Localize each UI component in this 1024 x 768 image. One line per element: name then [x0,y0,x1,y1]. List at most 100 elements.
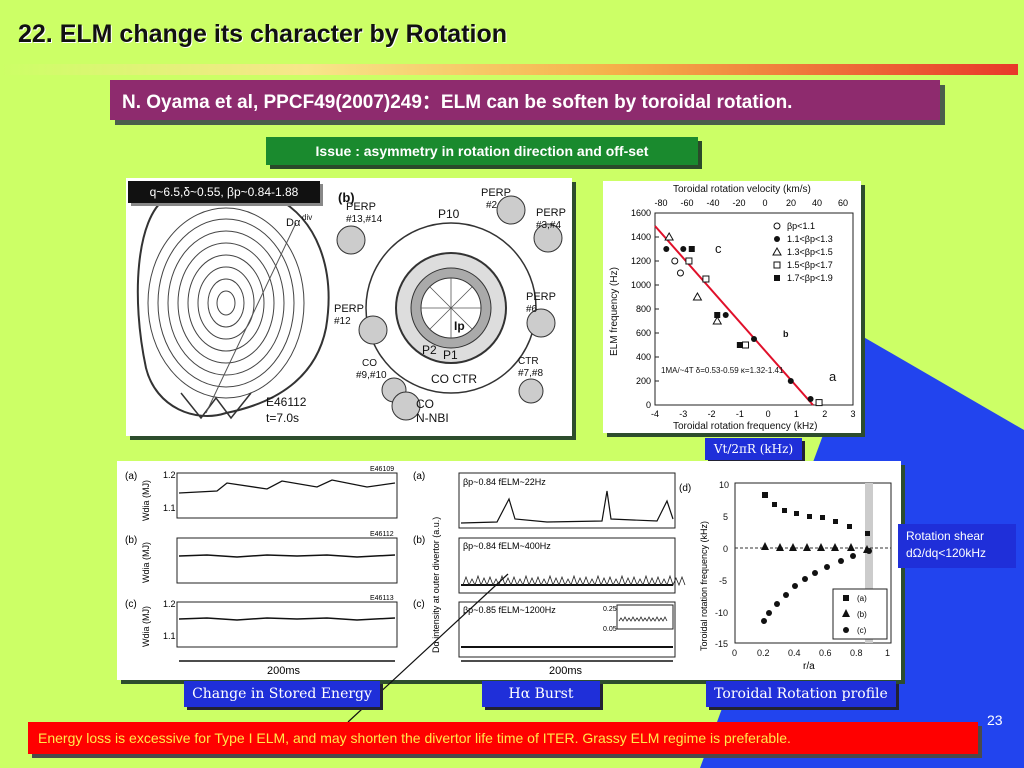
svg-text:Ip: Ip [454,319,465,333]
dalpha-annotation-c: βp~0.85 fELM~1200Hz [463,605,556,615]
issue-box: Issue : asymmetry in rotation direction … [266,137,698,165]
profile-ytick-m10: -10 [715,608,728,618]
y-tick-label: 1600 [631,208,651,218]
legend-entry: βp<1.1 [787,221,815,231]
svg-text:#7,#8: #7,#8 [518,368,543,379]
profile-legend-c: (c) [857,626,867,635]
data-point [751,336,757,342]
data-point [714,312,721,318]
svg-text:PERP: PERP [536,207,566,219]
data-point [688,246,695,252]
wdia-column: (a) (b) (c) E46109 E46112 E46113 Wdia (M… [125,466,398,677]
nbi-panel-label: (b) [338,190,355,205]
legend-entry: 1.1<βp<1.3 [787,234,833,244]
profile-legend-a: (a) [857,594,867,603]
marker-b: b [783,329,789,339]
time-trace-panel: (a) (b) (c) E46109 E46112 E46113 Wdia (M… [117,461,901,680]
time-trace-figure: (a) (b) (c) E46109 E46112 E46113 Wdia (M… [125,466,892,677]
profile-xtick-0: 0 [732,648,737,658]
svg-text:#6: #6 [526,304,538,315]
svg-text:PERP: PERP [481,187,511,199]
svg-text:P10: P10 [438,207,460,221]
marker-a: a [829,369,837,384]
inset-tick-bottom: 0.05 [603,626,617,633]
rotation-shear-box: Rotation shear dΩ/dq<120kHz [898,524,1016,568]
profile-ytick-m5: -5 [719,576,727,586]
svg-text:PERP: PERP [334,303,364,315]
time-scale-left: 200ms [267,665,301,677]
top-tick-label: -60 [680,198,693,208]
top-tick-label: 40 [812,198,822,208]
wdia-tick-c-bottom: 1.1 [163,631,176,641]
data-point [702,275,710,283]
profile-xtick-04: 0.4 [788,648,801,658]
fit-line [654,225,814,406]
svg-text:CO: CO [362,358,377,369]
legend-marker [772,246,782,256]
svg-text:CO CTR: CO CTR [431,372,477,386]
y-tick-label: 1000 [631,280,651,290]
dalpha-label-a: (a) [413,471,425,482]
wdia-ylabel-b: Wdia (MJ) [141,542,151,583]
wdia-label-b: (b) [125,535,137,546]
top-tick-label: -80 [654,198,667,208]
wdia-ylabel-c: Wdia (MJ) [141,606,151,647]
svg-text:N-NBI: N-NBI [416,411,449,425]
svg-text:P2: P2 [422,343,437,357]
profile-ytick-0: 0 [723,544,728,554]
y-axis-label: ELM frequency (Hz) [609,267,620,356]
data-point [671,257,679,265]
data-point [664,231,675,241]
profile-ylabel: Toroidal rotation frequency (kHz) [699,521,709,651]
x-tick-label: -2 [708,409,716,419]
y-tick-label: 1200 [631,256,651,266]
dalpha-column: (a) (b) (c) 0.25 0.05 βp~0.84 fELM~22Hz … [413,471,686,677]
profile-xtick-02: 0.2 [757,648,770,658]
equilibrium-figure: Dα div E46112 t=7.0s (b) [136,186,566,425]
inset-tick-top: 0.25 [603,606,617,613]
svg-text:#9,#10: #9,#10 [356,370,387,381]
top-tick-label: -20 [732,198,745,208]
wdia-ylabel-a: Wdia (MJ) [141,480,151,521]
d-alpha-label: Dα [286,217,301,229]
data-point [787,378,794,384]
svg-text:PERP: PERP [526,291,556,303]
data-point [742,341,750,349]
data-point [685,257,693,265]
y-tick-label: 600 [636,328,651,338]
wdia-shot-c: E46113 [370,595,394,602]
wdia-shot-a: E46109 [370,466,394,473]
data-point [680,246,687,252]
rotation-shear-line1: Rotation shear [906,529,985,543]
top-tick-label: -40 [706,198,719,208]
legend-entry: 1.7<βp<1.9 [787,273,833,283]
slide-title: 22. ELM change its character by Rotation [18,20,508,48]
wdia-label-a: (a) [125,471,137,482]
profile-xtick-08: 0.8 [850,648,863,658]
data-point [692,291,703,301]
div-label: div [302,213,312,222]
wdia-tick-a-bottom: 1.1 [163,503,176,513]
profile-ytick-10: 10 [719,480,729,490]
y-tick-label: 200 [636,376,651,386]
citation-banner: N. Oyama et al, PPCF49(2007)249：ELM can … [110,80,940,120]
wdia-tick-a-top: 1.2 [163,470,176,480]
data-point [815,399,823,407]
change-energy-label: Change in Stored Energy [184,681,380,707]
wdia-tick-c-top: 1.2 [163,599,176,609]
equilibrium-panel: Dα div E46112 t=7.0s (b) [126,178,572,436]
top-tick-label: 0 [762,198,767,208]
page-number: 23 [987,712,1003,728]
y-tick-label: 0 [646,400,651,410]
dalpha-label-b: (b) [413,535,425,546]
nbi-diagram: (b) PERP #13,#14 P [334,187,566,425]
params-box: q~6.5,δ~0.55, βp~0.84-1.88 [128,181,320,203]
x-tick-label: 2 [822,409,827,419]
data-point [807,396,814,402]
shot-label: E46112 [266,395,307,409]
y-tick-label: 800 [636,304,651,314]
wdia-shot-b: E46112 [370,531,394,538]
legend-entry: 1.3<βp<1.5 [787,247,833,257]
top-tick-label: 60 [838,198,848,208]
x-tick-label: -3 [679,409,687,419]
